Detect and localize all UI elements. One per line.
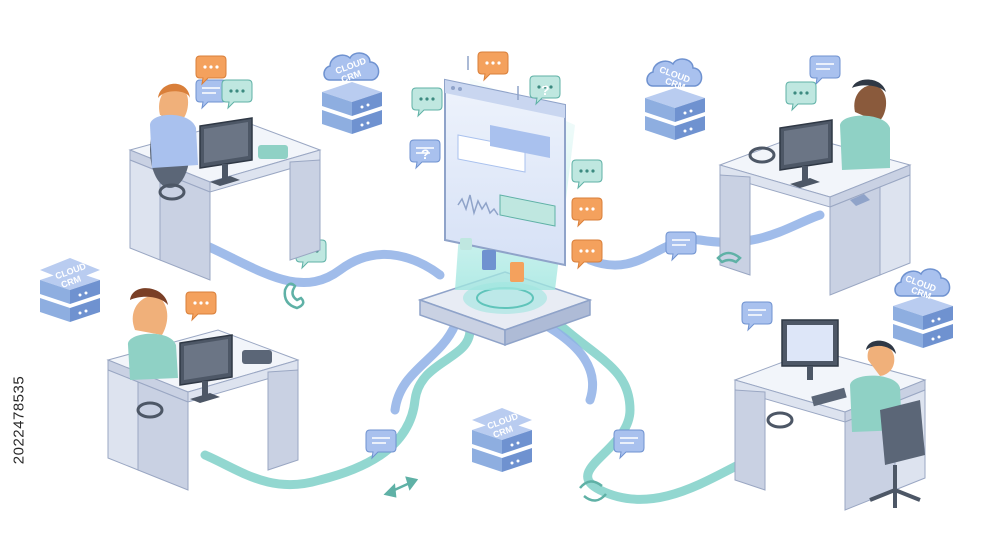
workstation-top-left bbox=[129, 83, 321, 281]
svg-text:?: ? bbox=[421, 146, 430, 162]
phone-icon bbox=[258, 145, 288, 159]
workstation-top-right bbox=[719, 79, 911, 296]
refresh-arrows-icon bbox=[579, 480, 607, 502]
phone-icon bbox=[242, 350, 272, 364]
data-cables bbox=[200, 210, 825, 504]
phone-icon bbox=[850, 194, 870, 206]
cloud-crm-icon: CLOUD CRM bbox=[893, 268, 953, 348]
question-icon: ? ? bbox=[421, 82, 550, 162]
workstation-bottom-right bbox=[734, 319, 926, 511]
swap-arrows-icon bbox=[383, 476, 419, 498]
cloud-crm-icon: CLOUD CRM bbox=[40, 258, 100, 322]
cloud-crm-icon: CLOUD CRM bbox=[472, 408, 532, 472]
arrow-up-icon bbox=[467, 56, 519, 100]
headset-icon bbox=[766, 411, 794, 429]
central-chat-screen bbox=[444, 78, 566, 282]
workstation-bottom-left bbox=[107, 288, 299, 491]
headset-icon bbox=[158, 183, 186, 201]
headset-icon bbox=[748, 146, 776, 164]
phone-icon bbox=[283, 251, 742, 310]
headset-icon bbox=[136, 401, 164, 419]
cloud-crm-icon: CLOUD CRM bbox=[645, 58, 705, 140]
stock-image-id: 2022478535 bbox=[10, 375, 28, 465]
svg-text:?: ? bbox=[541, 82, 550, 98]
cloud-crm-icon: CLOUD CRM bbox=[322, 52, 382, 134]
